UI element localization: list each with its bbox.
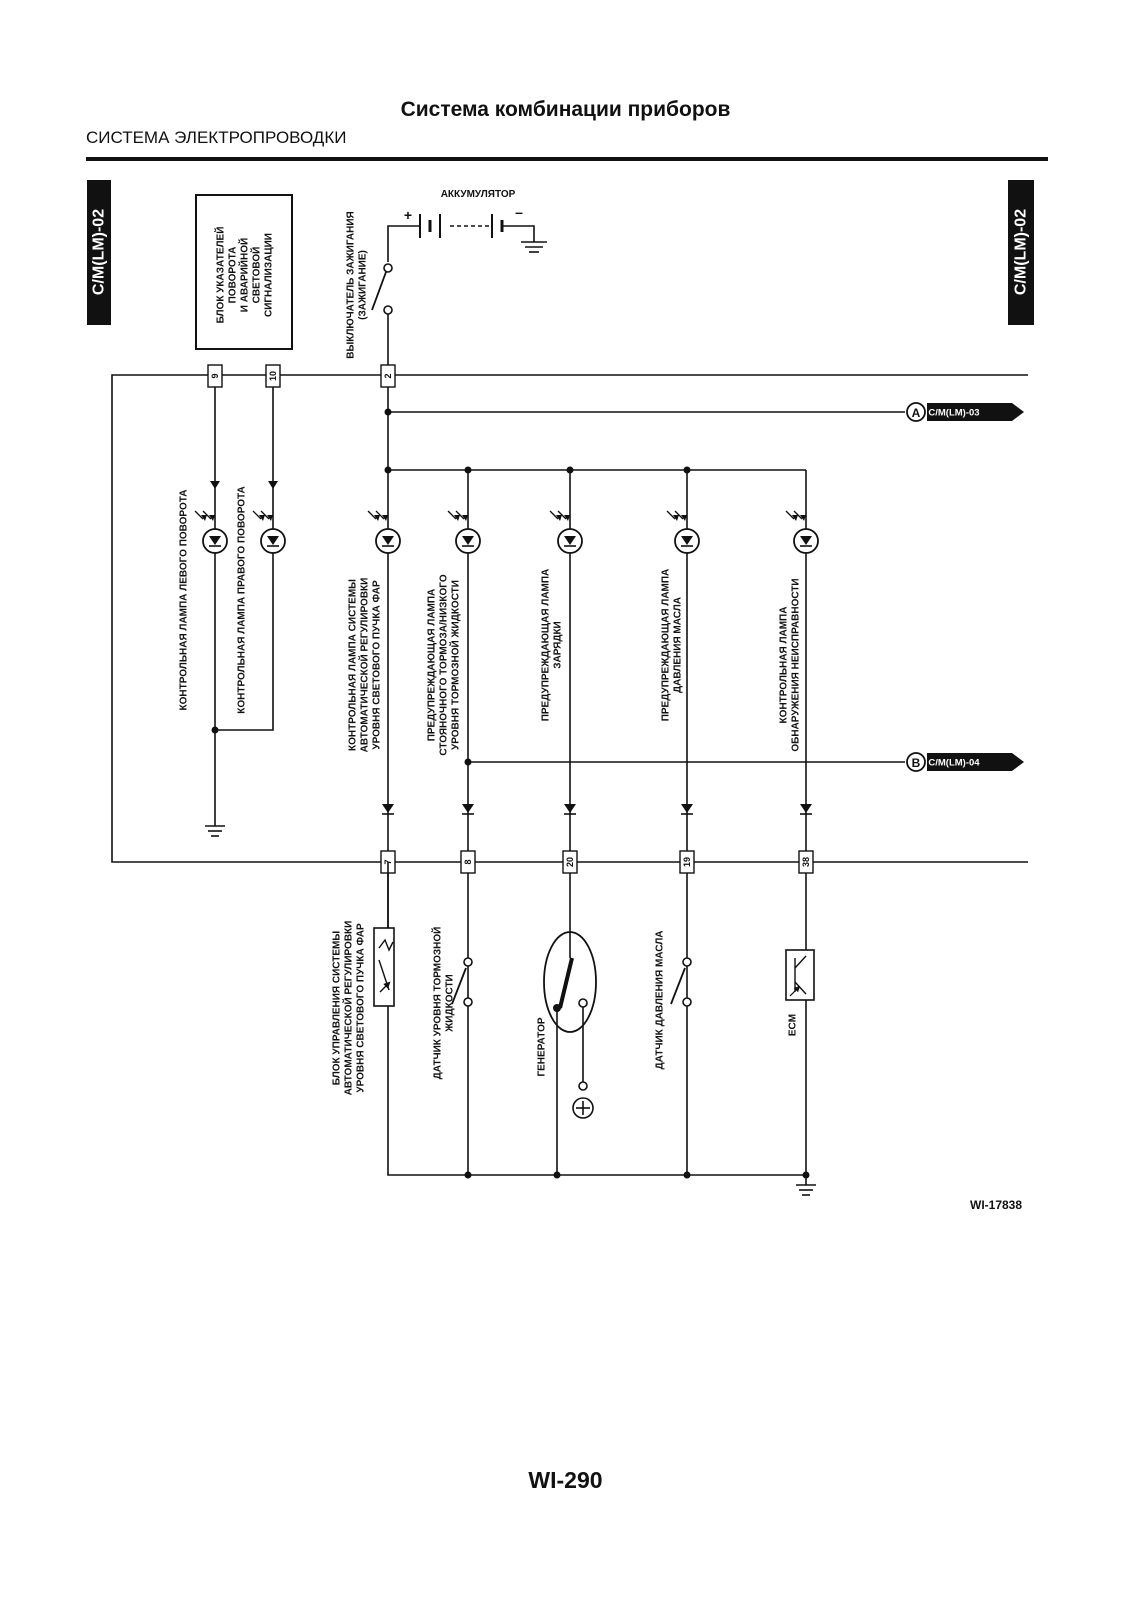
svg-text:20: 20: [565, 857, 575, 867]
brake-sensor-label: ДАТЧИК УРОВНЯ ТОРМОЗНОЙЖИДКОСТИ: [431, 927, 456, 1080]
oil-lamp-icon: [666, 510, 700, 554]
offpage-a-label: C/M(LM)-03: [928, 408, 979, 419]
diode-icon: [382, 804, 394, 815]
pin-10: 10: [265, 364, 281, 388]
svg-text:38: 38: [801, 857, 811, 867]
right-tab: C/M(LM)-02: [1008, 180, 1034, 325]
left-tab-label: C/M(LM)-02: [91, 209, 108, 295]
pin-19: 19: [679, 850, 695, 874]
diode-icon: [681, 804, 693, 815]
headlight-leveling-unit: [373, 862, 395, 1007]
pin-38: 38: [798, 850, 814, 874]
wiring-lines: [111, 374, 1028, 1185]
oil-pressure-sensor: [670, 957, 692, 1007]
battery-minus: –: [515, 204, 523, 220]
charge-lamp-icon: [549, 510, 583, 554]
battery-plus: +: [404, 207, 412, 223]
offpage-b-letter: B: [912, 756, 921, 770]
battery-symbol: АККУМУЛЯТОР + –: [387, 189, 547, 262]
diode-icon: [462, 804, 474, 815]
svg-text:ВЫКЛЮЧАТЕЛЬ ЗАЖИГАНИЯ(ЗАЖИГАНИ: ВЫКЛЮЧАТЕЛЬ ЗАЖИГАНИЯ(ЗАЖИГАНИЕ): [346, 211, 369, 358]
headlight-lamp-icon: [367, 510, 401, 554]
brake-lamp-label: ПРЕДУПРЕЖДАЮЩАЯ ЛАМПАСТОЯНОЧНОГО ТОРМОЗА…: [427, 574, 462, 755]
pin-20: 20: [562, 850, 578, 874]
oil-lamp-label: ПРЕДУПРЕЖДАЮЩАЯ ЛАМПАДАВЛЕНИЯ МАСЛА: [661, 569, 684, 722]
ground-symbols: [205, 825, 816, 1196]
headlight-unit-label: БЛОК УПРАВЛЕНИЯ СИСТЕМЫАВТОМАТИЧЕСКОЙ РЕ…: [332, 921, 367, 1096]
svg-text:8: 8: [463, 859, 473, 864]
left-turn-lamp-icon: [194, 481, 228, 554]
svg-text:9: 9: [210, 373, 220, 378]
junction-dots: [211, 408, 810, 1179]
diode-icon: [800, 804, 812, 815]
svg-text:19: 19: [682, 857, 692, 867]
diode-icon: [564, 804, 576, 815]
pin-9: 9: [207, 364, 223, 388]
component-labels: КОНТРОЛЬНАЯ ЛАМПА ЛЕВОГО ПОВОРОТА КОНТРОЛ…: [179, 486, 802, 1095]
ecm-label: ECM: [788, 1014, 799, 1036]
page-number: WI-290: [528, 1467, 603, 1493]
oil-sensor-label: ДАТЧИК ДАВЛЕНИЯ МАСЛА: [655, 931, 666, 1070]
header-rule: [86, 157, 1048, 161]
left-tab: C/M(LM)-02: [87, 180, 111, 325]
section-subtitle: СИСТЕМА ЭЛЕКТРОПРОВОДКИ: [86, 128, 347, 147]
pin-2: 2: [380, 364, 396, 388]
offpage-a-letter: A: [912, 406, 921, 420]
svg-text:10: 10: [268, 371, 278, 381]
ignition-switch: ВЫКЛЮЧАТЕЛЬ ЗАЖИГАНИЯ(ЗАЖИГАНИЕ): [346, 211, 393, 366]
brake-lamp-icon: [447, 510, 481, 554]
figure-id: WI-17838: [970, 1198, 1023, 1212]
diodes: [382, 804, 812, 815]
mil-lamp-label: КОНТРОЛЬНАЯ ЛАМПАОБНАРУЖЕНИЯ НЕИСПРАВНОС…: [779, 578, 802, 751]
offpage-connector-b: B C/M(LM)-04: [906, 752, 1024, 772]
svg-text:2: 2: [383, 373, 393, 378]
svg-text:БЛОК УКАЗАТЕЛЕЙПОВОРОТАИ АВАРИ: БЛОК УКАЗАТЕЛЕЙПОВОРОТАИ АВАРИЙНОЙСВЕТОВ…: [214, 227, 275, 324]
turn-signal-unit: БЛОК УКАЗАТЕЛЕЙПОВОРОТАИ АВАРИЙНОЙСВЕТОВ…: [195, 194, 293, 350]
battery-label: АККУМУЛЯТОР: [441, 189, 516, 200]
right-tab-label: C/M(LM)-02: [1013, 209, 1030, 295]
mil-lamp-icon: [785, 510, 819, 554]
brake-fluid-sensor: [451, 957, 473, 1007]
generator-label: ГЕНЕРАТОР: [537, 1017, 548, 1076]
indicator-lamps: [194, 481, 819, 554]
left-turn-lamp-label: КОНТРОЛЬНАЯ ЛАМПА ЛЕВОГО ПОВОРОТА: [179, 490, 190, 711]
offpage-connector-a: A C/M(LM)-03: [906, 402, 1024, 422]
generator-symbol: [543, 931, 597, 1175]
charge-lamp-label: ПРЕДУПРЕЖДАЮЩАЯ ЛАМПАЗАРЯДКИ: [541, 569, 564, 722]
right-turn-lamp-label: КОНТРОЛЬНАЯ ЛАМПА ПРАВОГО ПОВОРОТА: [237, 486, 248, 713]
ecm-block: [785, 949, 815, 1001]
right-turn-lamp-icon: [252, 481, 286, 554]
pin-8: 8: [460, 850, 476, 874]
offpage-b-label: C/M(LM)-04: [928, 758, 980, 769]
page-title: Система комбинации приборов: [400, 98, 731, 121]
headlight-lamp-label: КОНТРОЛЬНАЯ ЛАМПА СИСТЕМЫАВТОМАТИЧЕСКОЙ …: [348, 578, 383, 753]
